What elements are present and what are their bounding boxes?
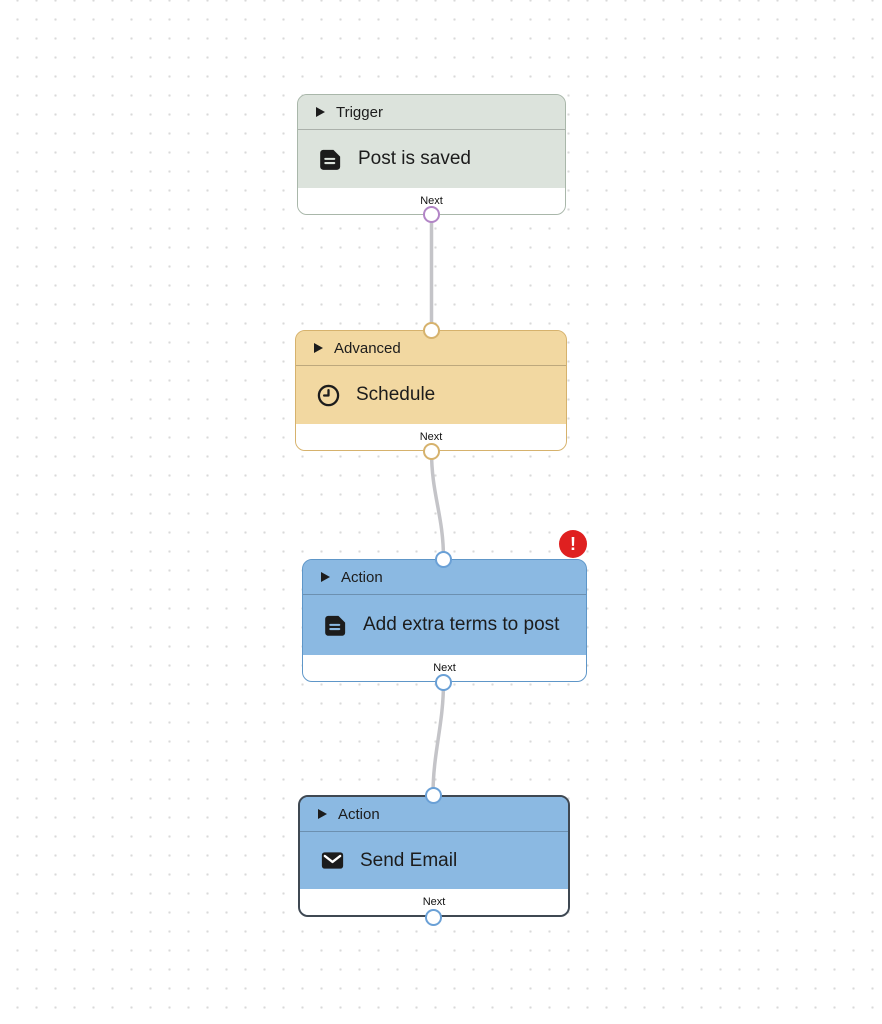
- node-action-add-extra-terms[interactable]: Action Add extra terms to post Next: [302, 559, 587, 682]
- collapse-triangle-icon[interactable]: [314, 343, 323, 353]
- node-header[interactable]: Trigger: [298, 95, 565, 130]
- node-category-label: Action: [338, 805, 380, 823]
- clock-icon: [317, 384, 340, 406]
- error-exclamation: !: [570, 534, 576, 554]
- input-port-action-terms[interactable]: [435, 550, 452, 568]
- next-label: Next: [433, 662, 456, 674]
- next-label: Next: [422, 896, 446, 908]
- node-title-label: Send Email: [360, 849, 458, 871]
- envelope-icon: [321, 852, 344, 869]
- node-category-label: Action: [341, 568, 383, 586]
- output-port-action-terms[interactable]: [435, 673, 452, 691]
- note-icon: [320, 149, 341, 170]
- output-port-action-email[interactable]: [424, 908, 442, 926]
- input-port-advanced[interactable]: [423, 321, 440, 339]
- node-title-label: Schedule: [356, 384, 436, 405]
- node-category-label: Trigger: [336, 103, 383, 121]
- next-label: Next: [420, 195, 443, 207]
- node-title-label: Post is saved: [358, 148, 471, 169]
- collapse-triangle-icon[interactable]: [316, 107, 325, 117]
- node-body: Add extra terms to post: [303, 595, 586, 655]
- edge-action1-to-action2: [431, 680, 446, 797]
- error-badge[interactable]: !: [559, 530, 587, 558]
- node-body: Post is saved: [298, 130, 565, 188]
- collapse-triangle-icon[interactable]: [321, 572, 330, 582]
- node-title-label: Add extra terms to post: [363, 614, 560, 635]
- node-advanced-schedule[interactable]: Advanced Schedule Next: [295, 330, 567, 451]
- edge-advanced-to-action1: [429, 449, 446, 561]
- input-port-action-email[interactable]: [424, 786, 442, 804]
- output-port-trigger[interactable]: [423, 206, 440, 223]
- next-label: Next: [419, 431, 443, 443]
- node-action-send-email[interactable]: Action Send Email Next: [298, 795, 570, 917]
- node-trigger-post-is-saved[interactable]: Trigger Post is saved Next: [297, 94, 566, 215]
- node-body: Send Email: [300, 832, 568, 889]
- note-icon: [325, 615, 346, 636]
- node-body: Schedule: [296, 366, 566, 424]
- output-port-advanced[interactable]: [423, 442, 440, 460]
- collapse-triangle-icon[interactable]: [318, 809, 327, 819]
- node-category-label: Advanced: [334, 339, 401, 357]
